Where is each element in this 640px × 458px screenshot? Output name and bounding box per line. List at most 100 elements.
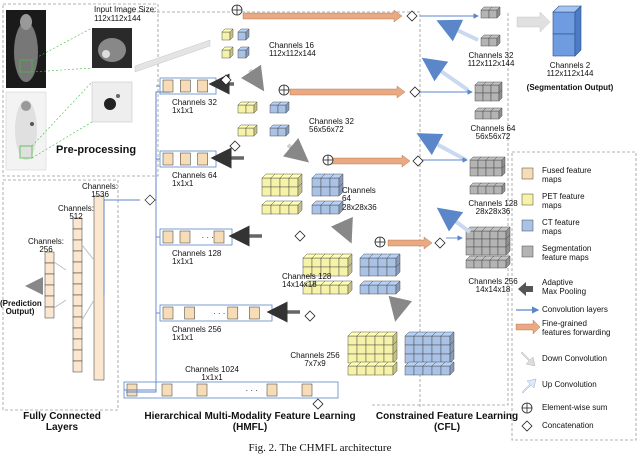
fc-512-cell: [72, 316, 83, 329]
dec256-bottom-cube: [497, 259, 507, 269]
pool-row-256-ellipsis: · · ·: [213, 309, 225, 318]
enc-64-label: Channels 64 28x28x36: [342, 186, 377, 212]
enc256-ct-top-side: [449, 349, 455, 364]
enc128-pet-top: [302, 253, 353, 277]
enc128-ct-bottom-cube: [377, 284, 388, 295]
concat-symbol: [229, 140, 241, 152]
enc64-ct-top-side: [338, 182, 344, 197]
enc256-pet-bottom-cube: [374, 365, 385, 376]
dec256-top-cube: [481, 246, 491, 256]
enc-256-label: Channels 256 7x7x9: [290, 351, 340, 369]
enc32-ct-top-cube: [277, 104, 287, 114]
enc256-pet-bottom-side: [392, 361, 398, 376]
fcl-section-label: Fully Connected Layers: [23, 411, 101, 433]
dec64-top-side: [498, 89, 503, 102]
enc64-pet-bottom-cube: [261, 204, 272, 215]
enc128-ct-top-cube: [386, 266, 397, 277]
input-size-value: 112x112x144: [94, 14, 141, 23]
legend-fine-arrow: [515, 319, 541, 335]
legend-conv-label: Convolution layers: [542, 305, 608, 314]
output-channels-label: Channels 2 112x112x144: [546, 61, 594, 79]
pool-row-128-ellipsis: · · ·: [202, 233, 214, 242]
concat-symbol: [412, 155, 424, 167]
enc128-pet-bottom: [302, 280, 353, 295]
pool-row-256-cell: [184, 306, 195, 320]
enc256-pet-top-cube: [356, 335, 367, 346]
legend-pet-label: PET feature maps: [542, 192, 585, 210]
enc64-pet-bottom-cube: [288, 204, 299, 215]
pool-128-label: Channels 128 1x1x1: [172, 249, 222, 267]
legend-seg-label: Segmentation feature maps: [542, 244, 592, 262]
dec128-top-cube: [493, 159, 503, 169]
enc128-ct-bottom: [359, 280, 401, 295]
enc128-ct-top: [359, 253, 401, 277]
concat-symbol: [434, 237, 446, 249]
enc256-ct-top-cube: [422, 335, 433, 346]
hmfl-encoder: [208, 28, 455, 376]
enc256-pet-top-cube: [347, 344, 358, 355]
legend-fine-label: Fine-grained features forwarding: [542, 319, 611, 337]
enc-16-label: Channels 16 112x112x144: [269, 41, 316, 59]
pool-row-128-cell: [179, 230, 191, 244]
enc16-ct-top-cube: [237, 31, 247, 41]
element-wise-sum-symbol: [374, 236, 386, 248]
fc-256-cell: [44, 295, 55, 308]
enc128-pet-top-cube: [320, 257, 331, 268]
dec32-top-cube: [488, 9, 498, 19]
preprocessing-frame: [2, 3, 159, 177]
fc-512-cell: [72, 327, 83, 340]
dec128-top-cube: [477, 159, 487, 169]
up-conv-arrow: [421, 57, 470, 92]
ct-scan-image: [6, 10, 46, 88]
enc64-pet-top-cube: [261, 177, 272, 188]
up-conv-arrow: [436, 19, 479, 42]
fc-512-cell: [72, 272, 83, 285]
pool-collector: [126, 92, 157, 393]
enc128-ct-top-cube: [377, 257, 388, 268]
pool-row-1024-cell: [196, 383, 208, 397]
enc16-ct-bottom: [237, 46, 250, 59]
enc32-pet-top: [237, 101, 258, 114]
enc16-ct-top-side: [245, 28, 250, 41]
segmentation-output: [552, 5, 582, 57]
enc256-pet-top-cube: [374, 344, 385, 355]
dec256-top-cube: [497, 230, 507, 240]
enc64-ct-bottom-cube: [320, 204, 331, 215]
fc-512-cell: [72, 338, 83, 351]
enc32-pet-top-cube: [237, 104, 247, 114]
enc64-ct-bottom-side: [338, 200, 344, 215]
legend-frame: [511, 151, 637, 441]
enc256-pet-top-cube: [374, 353, 385, 364]
dec128-bottom-side: [501, 182, 506, 195]
pooling-rows: · · ·· · ·· · ·: [123, 77, 339, 399]
enc256-pet-bottom-cube: [347, 365, 358, 376]
legend-fused-label: Fused feature maps: [542, 166, 592, 184]
enc256-pet-top-cube: [347, 353, 358, 364]
dec128-bottom-cube: [469, 185, 479, 195]
fc-512-cell: [72, 349, 83, 362]
dec128-top-cube: [493, 167, 503, 177]
enc64-ct-top-cube: [329, 186, 340, 197]
enc256-ct-bottom-cube: [413, 365, 424, 376]
section-frames: [2, 3, 637, 441]
dec-64-label: Channels 64 56x56x72: [470, 124, 516, 142]
dec256-top-cube: [497, 246, 507, 256]
enc256-pet-top-cube: [383, 353, 394, 364]
enc64-pet-top: [261, 173, 303, 197]
fc-column-512: [72, 217, 83, 373]
enc16-pet-bottom: [221, 46, 234, 59]
fc-256-cell: [44, 284, 55, 297]
dec256-top-cube: [497, 238, 507, 248]
enc256-pet-top-cube: [356, 344, 367, 355]
legend-pool-label: Adaptive Max Pooling: [542, 278, 587, 296]
dec256-top-cube: [481, 230, 491, 240]
enc256-pet-top-cube: [365, 335, 376, 346]
fc-512-cell: [72, 250, 83, 263]
legend-fused-swatch: [521, 167, 534, 180]
pool-row-1024-cell: [301, 383, 313, 397]
fc-512-cell: [72, 228, 83, 241]
enc128-ct-top-cube: [377, 266, 388, 277]
fine-grained-arrow: [387, 236, 433, 250]
dec128-top: [469, 156, 506, 177]
legend-pool-arrow: [518, 282, 533, 296]
